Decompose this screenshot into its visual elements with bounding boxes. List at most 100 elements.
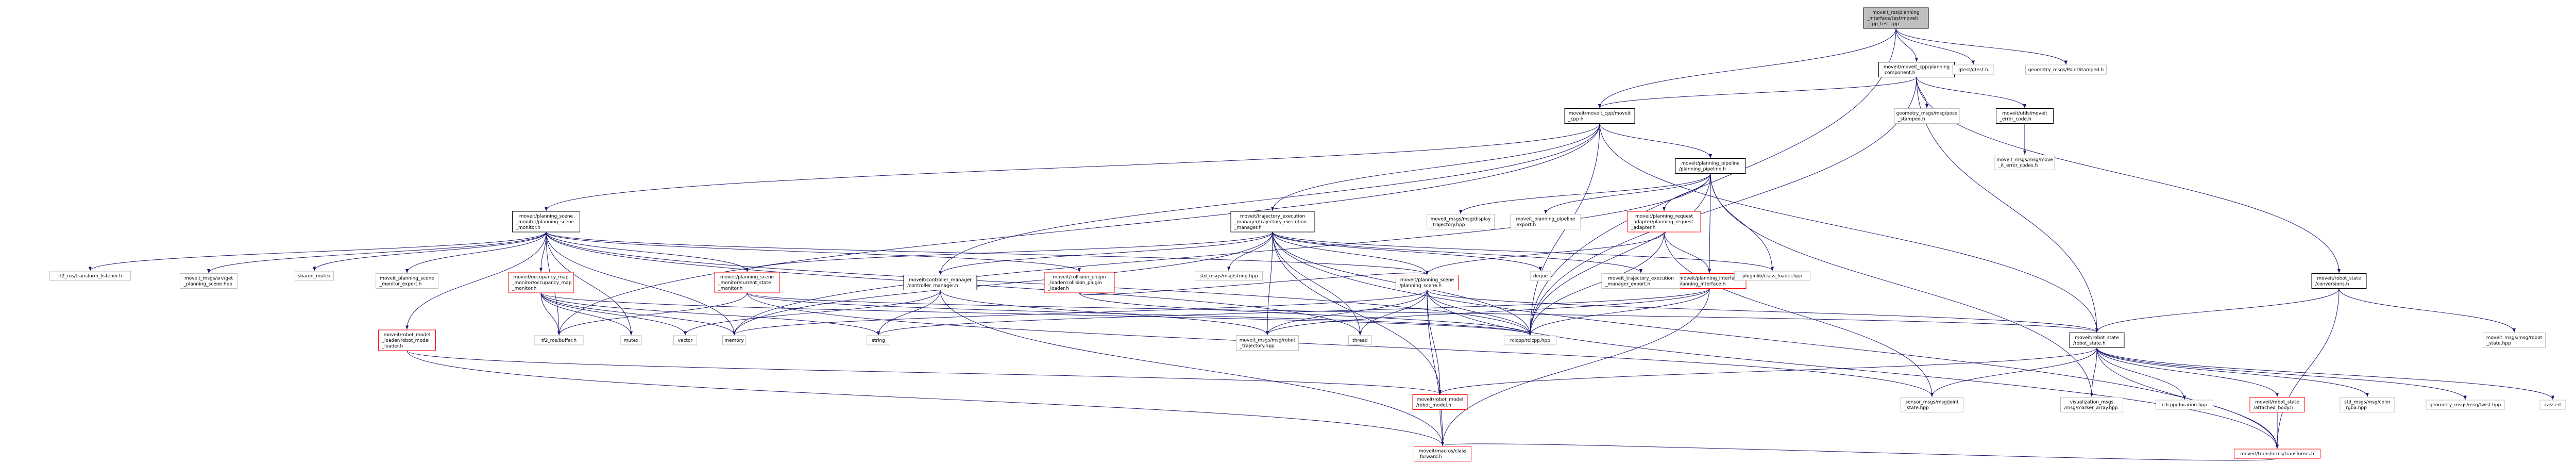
graph-node-tf2listener: tf2_ros/transform_listener.h xyxy=(49,271,131,281)
node-label-line: tf2_ros/buffer.h xyxy=(541,338,577,343)
include-edge-psm-to-tf2listener xyxy=(89,231,547,271)
graph-edges xyxy=(89,28,2554,461)
include-edge-psm-to-psmexport xyxy=(405,231,547,273)
include-edge-rmloader-to-rm xyxy=(406,350,1442,394)
graph-node-moveiterr: moveit_msgs/msg/move_it_error_codes.h xyxy=(1994,155,2055,170)
node-box xyxy=(1952,64,1994,75)
node-box xyxy=(534,335,584,345)
node-box xyxy=(1901,397,1963,412)
include-edge-occmap-to-tf2buffer xyxy=(540,292,561,336)
graph-node-sharedmutex: shared_mutex xyxy=(295,271,334,281)
graph-node-getps: moveit_msgs/srv/get_planning_scene.hpp xyxy=(180,273,238,289)
include-edge-mcpp-to-tem xyxy=(1271,123,1600,211)
node-label-line: /robot_state.h xyxy=(2073,341,2106,346)
include-edge-pc-to-posestamped xyxy=(1916,77,1928,108)
node-label-line: _monitor/occupancy_map xyxy=(512,280,572,286)
graph-node-occmap[interactable]: moveit/occupancy_map_monitor/occupancy_m… xyxy=(508,272,574,293)
node-label-line: _loader/robot_model xyxy=(382,338,430,343)
include-edge-occmap-to-vector xyxy=(540,292,687,336)
node-label-line: memory xyxy=(724,338,744,343)
graph-node-attbody[interactable]: moveit/robot_state/attached_body.h xyxy=(2249,397,2305,412)
graph-node-colorrgba: std_msgs/msg/color_rgba.hpp xyxy=(2340,397,2395,412)
node-label-line: moveit_planning_pipeline xyxy=(1516,217,1575,222)
node-box xyxy=(1195,271,1263,281)
node-box xyxy=(2249,397,2305,412)
graph-node-csm[interactable]: moveit/planning_scene_monitor/current_st… xyxy=(714,272,780,293)
node-label-line: _monitor.h xyxy=(516,225,540,230)
include-edge-ps-to-rclcpp xyxy=(1427,290,1532,336)
include-edge-ppl-to-markerarr xyxy=(1710,173,2093,397)
graph-node-rclcpp: rclcpp/rclcpp.hpp xyxy=(1504,335,1556,345)
node-box xyxy=(2539,400,2566,410)
include-edge-csm-to-jointstate xyxy=(747,292,1934,397)
graph-node-errcode[interactable]: moveit/utils/moveit_error_code.h xyxy=(1996,108,2054,124)
graph-node-pinterface[interactable]: moveit/planning_interface/planning_inter… xyxy=(1672,273,1747,289)
graph-node-rs[interactable]: moveit/robot_state/robot_state.h xyxy=(2069,333,2125,348)
node-label-line: _forward.h xyxy=(1417,455,1443,460)
node-box xyxy=(1414,446,1471,461)
node-label-line: moveit/robot_model xyxy=(1417,397,1463,403)
node-label-line: _error_code.h xyxy=(1999,117,2031,122)
node-label-line: vector xyxy=(678,338,693,343)
node-label-line: moveit_msgs/msg/robot xyxy=(2486,336,2543,341)
graph-node-rm[interactable]: moveit/robot_model/robot_model.h xyxy=(1412,394,1468,410)
include-edge-ps-to-rm xyxy=(1427,290,1442,394)
include-edge-rsconv-to-rsmsg xyxy=(2338,288,2516,333)
graph-nodes: moveit_ros/planning_interface/test/movei… xyxy=(49,7,2566,461)
graph-node-pc[interactable]: moveit/moveit_cpp/planning_component.h xyxy=(1878,62,1955,77)
include-edge-occmap-to-mutex xyxy=(540,292,633,336)
graph-node-rsconv[interactable]: moveit/robot_state/conversions.h xyxy=(2311,273,2367,289)
graph-node-tem[interactable]: moveit/trajectory_execution_manager/traj… xyxy=(1230,211,1315,233)
node-box xyxy=(2340,397,2395,412)
include-edge-rs-to-duration xyxy=(2096,347,2186,400)
node-label-line: _component.h xyxy=(1882,71,1916,76)
include-edge-preqadapter-to-ps xyxy=(1426,231,1665,275)
node-label-line: deque xyxy=(1533,274,1548,279)
include-edge-psm-to-csm xyxy=(546,231,749,272)
graph-node-ps[interactable]: moveit/planning_scene/planning_scene.h xyxy=(1396,275,1459,290)
include-edge-psm-to-rclcpp xyxy=(546,231,1532,336)
include-edge-rs-to-jointstate xyxy=(1930,347,2097,397)
graph-node-root[interactable]: moveit_ros/planning_interface/test/movei… xyxy=(1863,7,1929,29)
node-label-line: moveit/planning_interface xyxy=(1679,276,1740,281)
graph-node-rmloader[interactable]: moveit/robot_model_loader/robot_model_lo… xyxy=(378,329,436,351)
include-edge-mcpp-to-rs xyxy=(1599,123,2098,333)
include-edge-mcpp-to-ppl xyxy=(1599,123,1712,158)
node-label-line: _manager_export.h xyxy=(1605,282,1650,287)
node-label-line: moveit/controller_manager xyxy=(909,278,972,283)
graph-node-mcpp[interactable]: moveit/moveit_cpp/moveit_cpp.h xyxy=(1564,108,1635,124)
graph-node-ppl[interactable]: moveit/planning_pipeline/planning_pipeli… xyxy=(1675,158,1746,174)
include-edge-root-to-mcpp xyxy=(1598,28,1896,108)
node-box xyxy=(376,273,438,289)
graph-node-disptraj: moveit_msgs/msg/display_trajectory.hpp xyxy=(1427,214,1495,229)
graph-node-classfwd[interactable]: moveit/macros/class_forward.h xyxy=(1414,446,1471,461)
node-label-line: _interface/test/moveit xyxy=(1867,16,1919,21)
node-label-line: _adapter/planning_request xyxy=(1631,220,1693,225)
graph-node-collplugin[interactable]: moveit/collision_plugin_loader/collision… xyxy=(1044,272,1115,293)
node-label-line: moveit/collision_plugin xyxy=(1053,275,1106,280)
node-label-line: _stamped.h xyxy=(1897,117,1925,122)
node-box xyxy=(1530,271,1551,281)
node-label-line: moveit/robot_state xyxy=(2317,276,2361,281)
node-label-line: _export.h xyxy=(1514,223,1536,228)
graph-node-preqadapter[interactable]: moveit/planning_request_adapter/planning… xyxy=(1627,211,1701,233)
node-label-line: moveit_msgs/msg/robot xyxy=(1240,338,1296,343)
node-label-line: _manager.h xyxy=(1234,225,1262,230)
node-label-line: _monitor.h xyxy=(718,286,742,291)
node-label-line: std_msgs/msg/color xyxy=(2344,400,2391,405)
include-edge-tem-to-ps xyxy=(1272,231,1429,275)
node-box xyxy=(2060,397,2123,412)
node-label-line: std_msgs/msg/string.hpp xyxy=(1199,274,1258,279)
graph-node-psm[interactable]: moveit/planning_scene_monitor/planning_s… xyxy=(512,211,580,233)
node-box xyxy=(722,335,746,345)
node-box xyxy=(1894,108,1960,124)
include-edge-rs-to-colorrgba xyxy=(2096,347,2369,397)
graph-node-ctrlmgr[interactable]: moveit/controller_manager/controller_man… xyxy=(903,275,977,290)
graph-node-transforms[interactable]: moveit/transforms/transforms.h xyxy=(2234,449,2320,459)
include-edge-psm-to-getps xyxy=(207,231,547,273)
include-edge-pinterface-to-robottraj xyxy=(1266,288,1710,335)
node-box xyxy=(1863,7,1929,29)
node-box xyxy=(378,329,436,351)
node-box xyxy=(1236,335,1299,351)
include-edge-ctrlmgr-to-robottraj xyxy=(940,290,1269,335)
